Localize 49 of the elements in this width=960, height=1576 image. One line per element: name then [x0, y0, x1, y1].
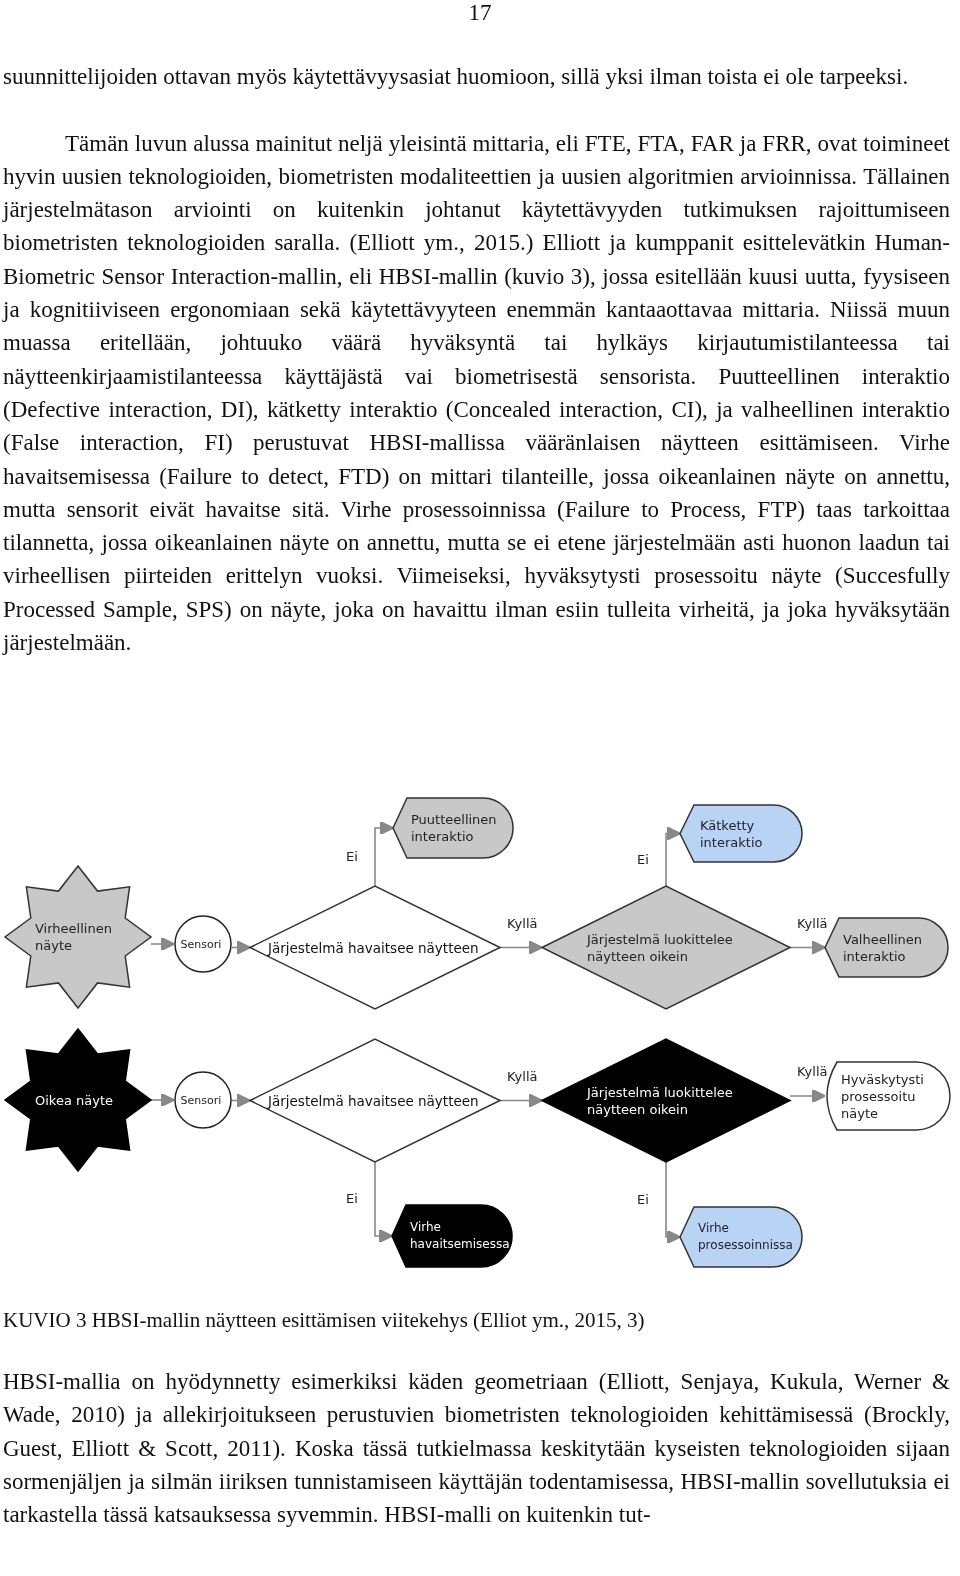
outcome-shape — [393, 798, 513, 858]
node-text: Valheellinen interaktio — [843, 930, 923, 965]
arrow — [789, 1088, 826, 1104]
decision-diamond — [250, 886, 500, 1009]
arrow — [499, 940, 543, 955]
node-text: Virheellinen näyte — [35, 920, 113, 954]
paragraph: suunnittelijoiden ottavan myös käytettävyysasiat huomioon, sillä yksi ilman toista ei ole tarpeeksi. — [3, 63, 910, 91]
arrow — [374, 820, 394, 887]
figure-caption: KUVIO 3 HBSI-mallin näytteen esittämisen viitekehys (Elliot ym., 2015, 3) — [3, 1307, 646, 1334]
node-text: Puutteellinen interaktio — [411, 811, 498, 845]
arrow — [499, 1093, 543, 1108]
edge-label: Kyllä — [796, 915, 829, 932]
paragraph: HBSI-mallia on hyödynnetty esimerkiksi käden geometriaan (Elliott, Senjaya, Kukula, Werner & Wade, 2010) ja allekirjoitukseen perustuvien biometristen teknologioiden kehittämisessä (Brockly, Guest, Elliott & Scott, 2011). Koska tässä tutkielmassa keskitytään kyseisten teknologioiden sijaan sormenjäljen ja silmän iiriksen tunnistamiseen käyttäjän todentamisessa, HBSI-mallin sovellutuksia ei tarkastella tässä katsauksessa syvemmin. HBSI-malli on kuitenkin tut- — [3, 1368, 950, 1530]
node-text: Hyväskytysti prosessoitu näyte — [841, 1070, 925, 1122]
decision-diamond — [542, 1039, 790, 1162]
node-text: Virhe havaitsemisessa — [410, 1219, 508, 1253]
edge-label: Kyllä — [506, 1068, 539, 1085]
arrow — [231, 940, 251, 955]
node-text: Järjestelmä luokittelee näytteen oikein — [587, 1083, 734, 1118]
arrow — [789, 940, 826, 955]
arrow — [150, 1092, 175, 1108]
outcome-shape — [680, 805, 802, 862]
node-text: Järjestelmä luokittelee näytteen oikein — [587, 930, 734, 965]
node-text: Sensori — [179, 936, 223, 953]
node-text: Sensori — [179, 1092, 223, 1109]
arrow — [665, 826, 681, 887]
outcome-shape — [392, 1205, 512, 1267]
node-text: Järjestelmä havaitsee näytteen — [268, 1092, 479, 1109]
outcome-shape — [680, 1207, 802, 1267]
sensor-circle — [174, 915, 232, 973]
page-number: 17 — [467, 0, 493, 27]
sensor-circle — [174, 1071, 232, 1129]
node-text: Virhe prosessoinnissa — [698, 1220, 794, 1254]
decision-diamond — [542, 886, 790, 1009]
edge-label: Kyllä — [796, 1064, 829, 1080]
arrow — [374, 1161, 393, 1244]
node-text: Kätketty interaktio — [700, 816, 764, 851]
edge-label: Kyllä — [506, 915, 539, 932]
node-text: Oikea näyte — [35, 1091, 113, 1109]
outcome-shape — [825, 918, 948, 977]
arrow — [231, 1093, 251, 1108]
outcome-shape — [825, 1062, 950, 1130]
decision-diamond — [250, 1039, 500, 1162]
sample-star — [5, 1029, 151, 1171]
arrow — [665, 1161, 681, 1245]
node-text: Järjestelmä havaitsee näytteen — [268, 939, 479, 956]
arrow — [150, 936, 175, 952]
sample-star — [5, 866, 151, 1008]
paragraph: Tämän luvun alussa mainitut neljä yleisintä mittaria, eli FTE, FTA, FAR ja FRR, ovat toimineet hyvin uusien teknologioiden, biometristen modaliteettien ja uusien algoritmien arvioinnissa. Tällainen järjestelmätason arviointi on kuitenkin johtanut käytettävyyden tutkimuksen rajoittumiseen biometristen teknologioiden saralla. (Elliott ym., 2015.) Elliott ja kumppanit esittelevätkin Human-Biometric Sensor Interaction-mallin, eli HBSI-mallin (kuvio 3), jossa esitellään kuusi uutta, fyysiseen ja kognitiiviseen ergonomiaan sekä käytettävyyteen enemmän kantaaottavaa mittaria. Niissä muun muassa eritellään, johtuuko väärä hyväksyntä tai hylkäys kirjautumistilanteessa tai näytteenkirjaamistilanteessa käyttäjästä vai biometrisestä sensorista. Puutteellinen interaktio (Defective interaction, DI), kätketty interaktio (Concealed interaction, CI), ja valheellinen interaktio (False interaction, FI) perustuvat HBSI-mallissa vääränlaisen näytteen esittämiseen. Virhe havaitsemisessa (Failure to detect, FTD) on mittari tilanteille, jossa oikeanlainen näyte on annettu, mutta sensorit eivät havaitse sitä. Virhe prosessoinnissa (Failure to Process, FTP) taas tarkoittaa tilannetta, jossa oikeanlainen näyte on annettu, mutta se ei etene järjestelmään asti huonon laadun tai virheellisen piirteiden erittelyn vuoksi. Viimeiseksi, hyväksytysti prosessoitu näyte (Succesfully Processed Sample, SPS) on näyte, joka on havaittu ilman esiin tulleita virheitä, ja joka hyväksytään järjestelmään. — [3, 129, 950, 658]
